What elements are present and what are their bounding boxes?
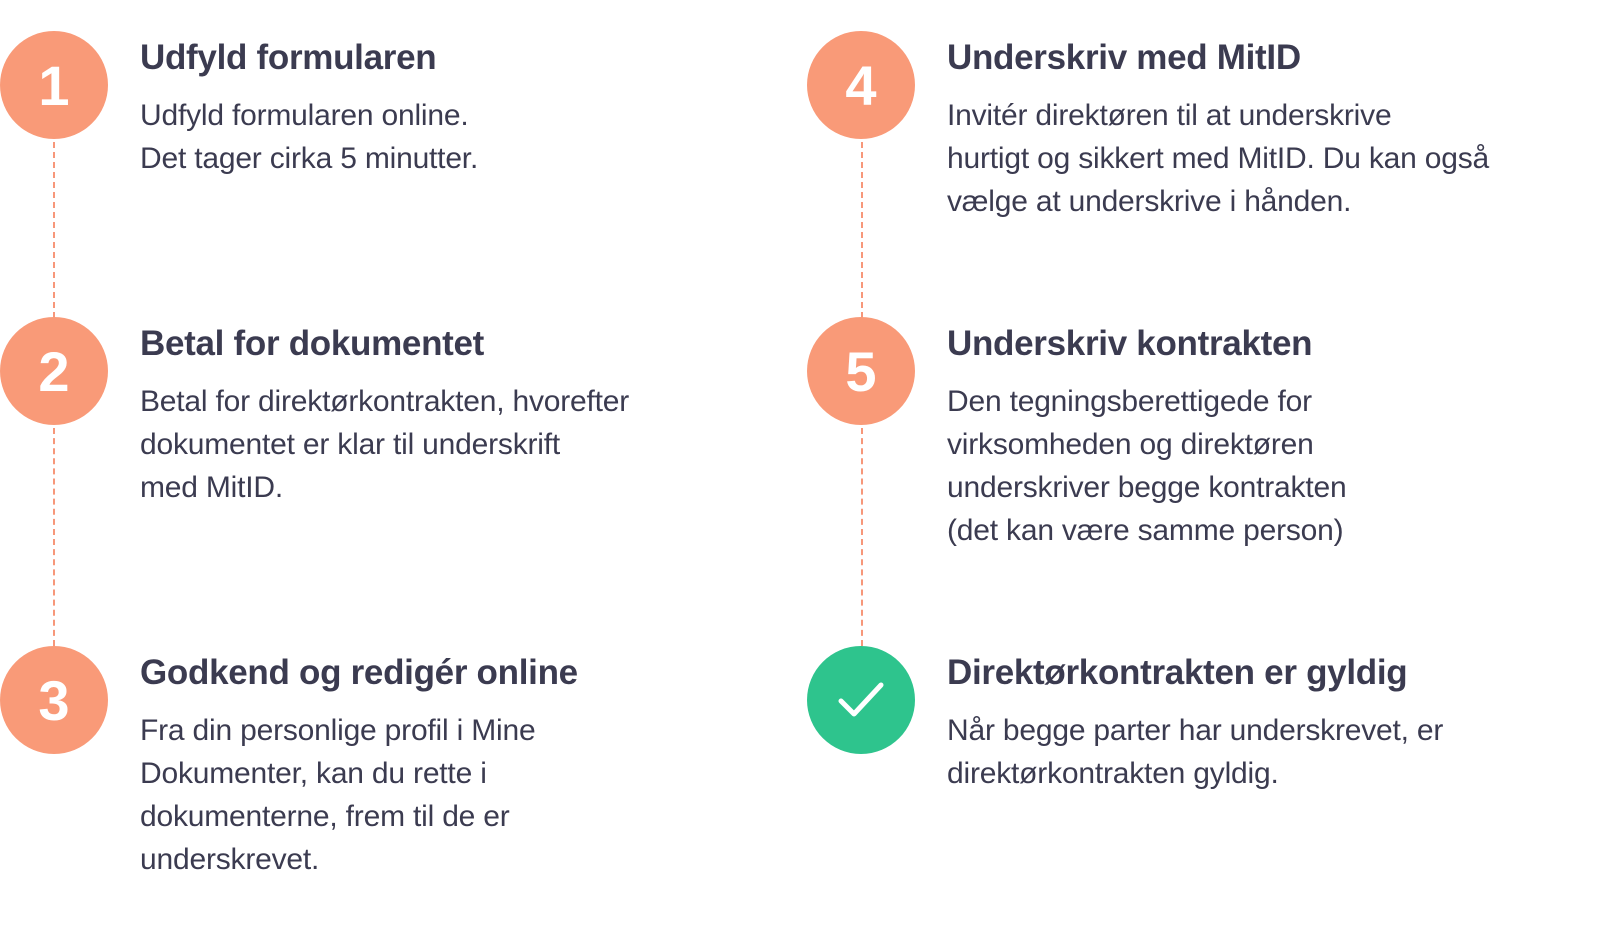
step-2-badge: 2 [0,317,108,425]
step-complete: Direktørkontrakten er gyldig Når begge p… [947,651,1443,795]
description-line: vælge at underskrive i hånden. [947,185,1352,218]
connector-4-5 [861,142,863,318]
description-line: underskrevet. [140,843,320,876]
step-1: Udfyld formularen Udfyld formularen onli… [140,36,478,180]
step-title: Godkend og redigér online [140,653,578,692]
description-line: Betal for direktørkontrakten, hvorefter [140,385,630,418]
description-line: virksomheden og direktøren [947,428,1314,461]
description-line: Det tager cirka 5 minutter. [140,142,479,175]
step-title: Udfyld formularen [140,38,437,77]
description-line: med MitID. [140,471,284,504]
step-description: Den tegningsberettigede for virksomheden… [947,380,1347,552]
description-line: Dokumenter, kan du rette i [140,757,487,790]
step-4-badge: 4 [807,31,915,139]
description-line: dokumentet er klar til underskrift [140,428,561,461]
step-description: Betal for direktørkontrakten, hvorefter … [140,380,629,509]
step-1-badge: 1 [0,31,108,139]
step-5: Underskriv kontrakten Den tegningsberett… [947,322,1347,552]
description-line: underskriver begge kontrakten [947,471,1347,504]
step-title: Underskriv med MitID [947,38,1301,77]
step-title: Betal for dokumentet [140,324,485,363]
description-line: direktørkontrakten gyldig. [947,757,1279,790]
description-line: Invitér direktøren til at underskrive [947,99,1392,132]
description-line: (det kan være samme person) [947,514,1344,547]
step-3-badge: 3 [0,646,108,754]
step-5-badge: 5 [807,317,915,425]
step-complete-badge [807,646,915,754]
connector-1-2 [53,142,55,318]
description-line: Udfyld formularen online. [140,99,469,132]
step-title: Direktørkontrakten er gyldig [947,653,1408,692]
description-line: hurtigt og sikkert med MitID. Du kan ogs… [947,142,1490,175]
step-description: Invitér direktøren til at underskrive hu… [947,94,1489,223]
step-3: Godkend og redigér online Fra din person… [140,651,578,881]
step-2: Betal for dokumentet Betal for direktørk… [140,322,629,509]
connector-2-3 [53,428,55,646]
connector-5-6 [861,428,863,646]
description-line: Når begge parter har underskrevet, er [947,714,1444,747]
step-title: Underskriv kontrakten [947,324,1313,363]
step-description: Udfyld formularen online. Det tager cirk… [140,94,478,180]
description-line: Den tegningsberettigede for [947,385,1312,418]
step-4: Underskriv med MitID Invitér direktøren … [947,36,1489,223]
check-icon [838,682,884,717]
description-line: dokumenterne, frem til de er [140,800,510,833]
step-description: Når begge parter har underskrevet, er di… [947,709,1443,795]
step-description: Fra din personlige profil i Mine Dokumen… [140,709,578,881]
description-line: Fra din personlige profil i Mine [140,714,536,747]
